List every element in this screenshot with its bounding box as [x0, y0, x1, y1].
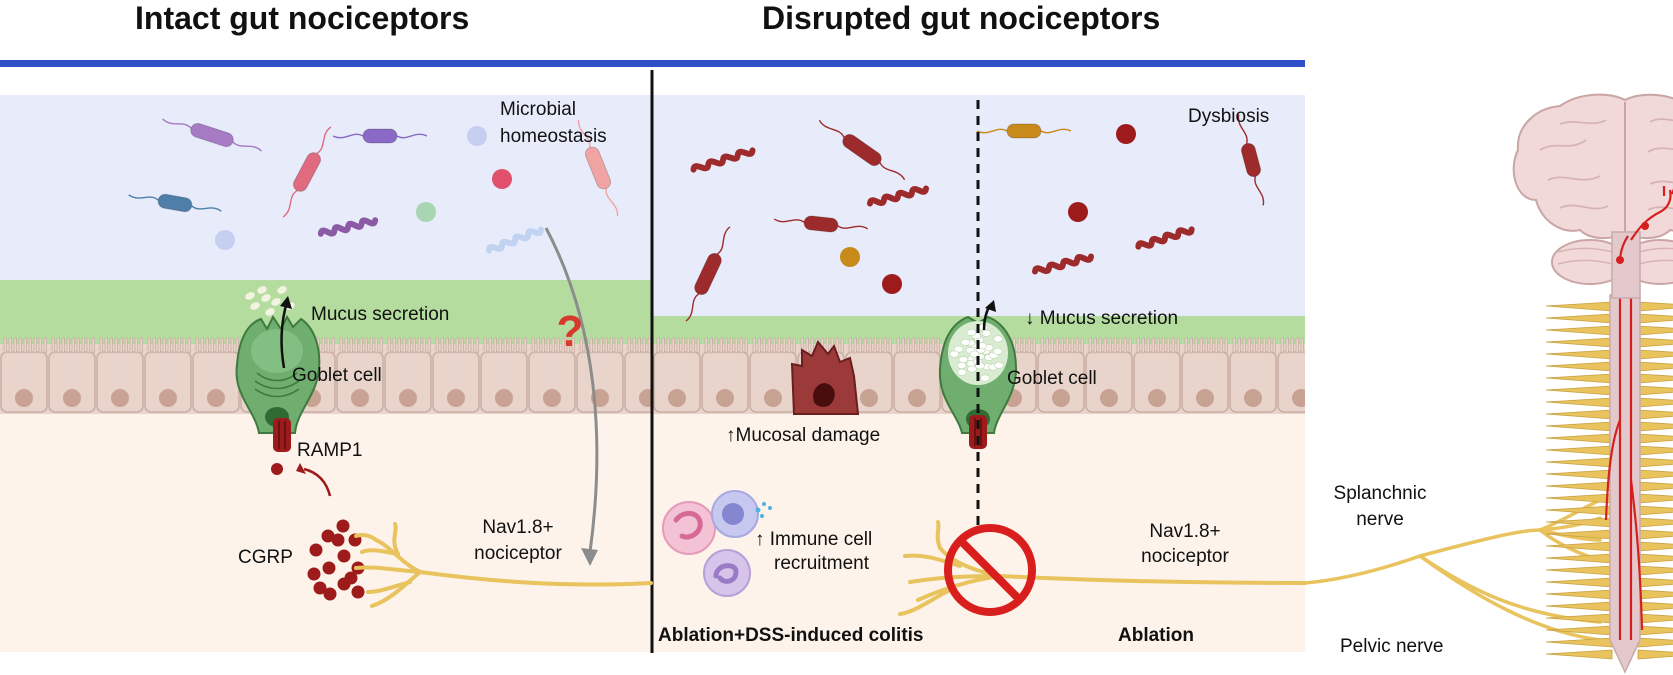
brain-icon	[1512, 93, 1673, 299]
label-ablation-dss: Ablation+DSS-induced colitis	[658, 625, 924, 646]
label-mucus-secretion-right: ↓ Mucus secretion	[1025, 308, 1179, 329]
cgrp-binding-arrow	[303, 467, 332, 497]
label-goblet-cell-left: Goblet cell	[292, 365, 382, 386]
label-ramp1: RAMP1	[297, 440, 363, 461]
label-microbial: Microbial	[500, 99, 577, 120]
tissue-layers	[0, 95, 1305, 652]
microbe-nerve-arrow	[544, 227, 599, 553]
prohibited-icon	[944, 524, 1036, 616]
label-splanchnic-1: Splanchnic	[1333, 483, 1427, 504]
cgrp-vesicle-icon	[307, 519, 365, 601]
label-cgrp: CGRP	[238, 547, 293, 568]
label-ablation: Ablation	[1118, 625, 1194, 646]
label-nav-left-2: nociceptor	[474, 543, 562, 564]
mucus-layer-left	[0, 280, 651, 344]
goblet-cell-icon	[235, 314, 321, 434]
label-immune-2: recruitment	[774, 553, 870, 574]
label-splanchnic-2: nerve	[1356, 509, 1404, 530]
mucus-droplets-left	[245, 286, 295, 316]
label-mucosal-damage: ↑Mucosal damage	[726, 425, 881, 446]
question-mark: ?	[557, 307, 584, 356]
damaged-cell-icon	[790, 340, 860, 415]
label-nav-left-1: Nav1.8+	[482, 517, 554, 538]
label-immune-1: ↑ Immune cell	[755, 529, 873, 550]
spinal-cord-icon	[1545, 240, 1673, 674]
ramp1-receptor-icon	[273, 418, 291, 452]
label-dysbiosis: Dysbiosis	[1188, 106, 1270, 127]
heading-disrupted: Disrupted gut nociceptors	[762, 0, 1161, 36]
immune-cell-icon	[662, 490, 772, 597]
epithelial-layer	[0, 337, 1305, 414]
mucus-arrow-left	[280, 301, 289, 369]
bacteria-group	[128, 114, 1265, 322]
label-nav-right-1: Nav1.8+	[1149, 521, 1221, 542]
nociceptor-neuron-icon	[354, 522, 653, 608]
heading-intact: Intact gut nociceptors	[135, 0, 470, 36]
label-pelvic-nerve: Pelvic nerve	[1340, 636, 1444, 657]
label-homeostasis: homeostasis	[500, 126, 607, 147]
label-nav-right-2: nociceptor	[1141, 546, 1229, 567]
label-mucus-secretion-left: Mucus secretion	[311, 304, 450, 325]
lumen-left	[0, 95, 651, 280]
ramp1-receptor-icon-right	[969, 415, 987, 449]
header-bar	[0, 60, 1305, 67]
cgrp-molecule	[271, 463, 283, 475]
label-goblet-cell-right: Goblet cell	[1007, 368, 1097, 389]
